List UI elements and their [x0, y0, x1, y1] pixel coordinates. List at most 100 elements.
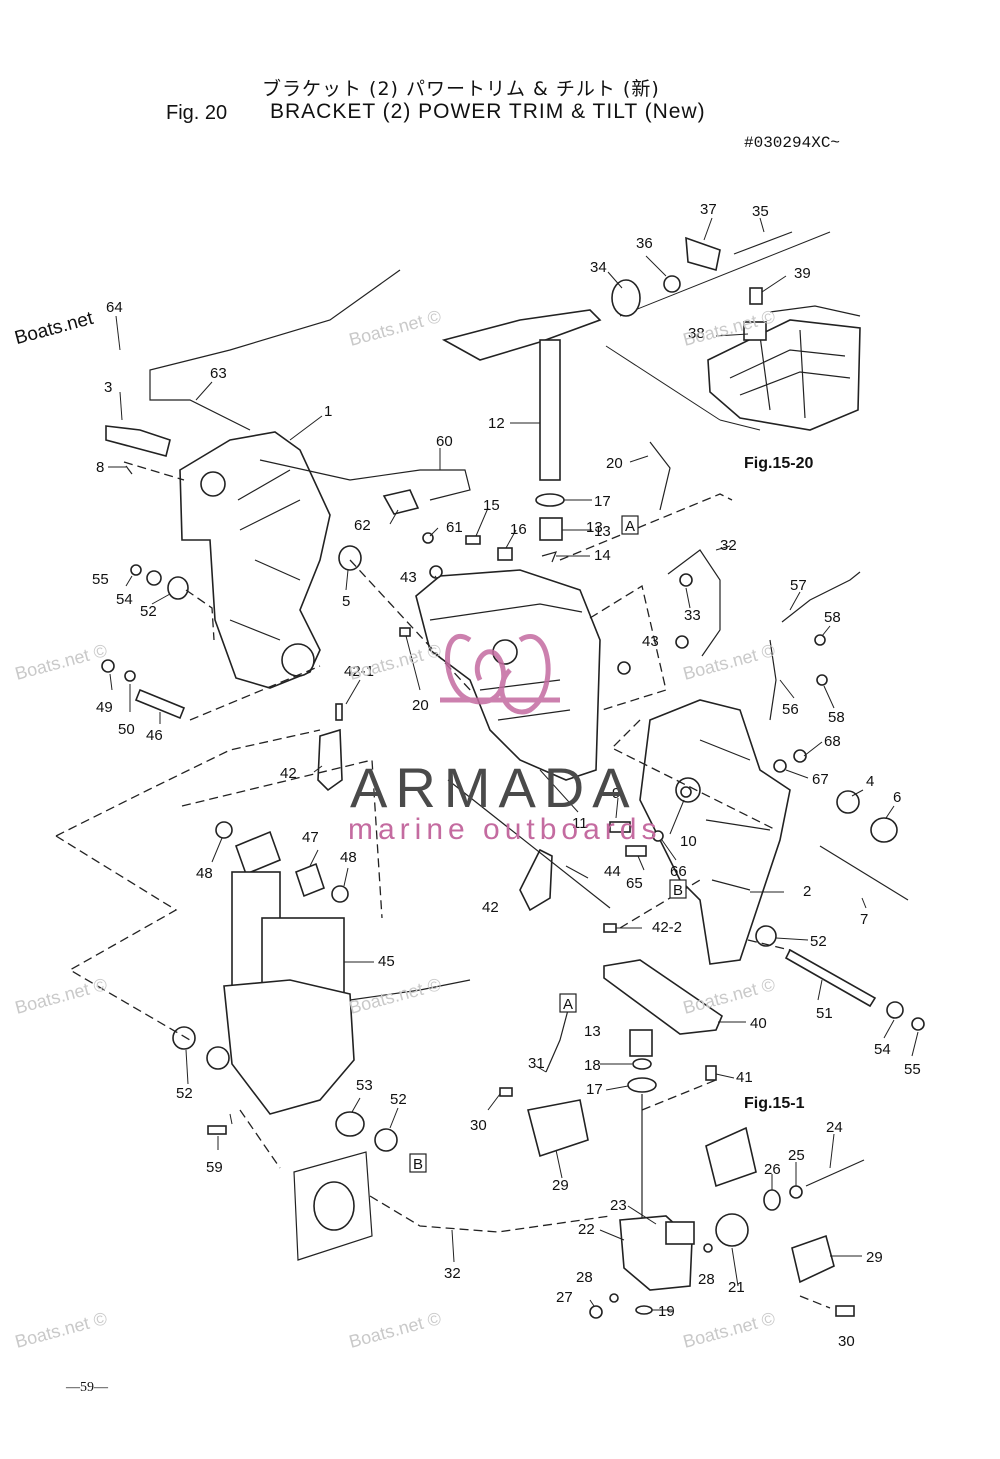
callout-6: 6 — [893, 789, 901, 806]
callout-13: 13 — [594, 523, 611, 540]
callout-58-lower: 58 — [828, 709, 845, 726]
part-6-cap — [870, 817, 898, 843]
part-59-bolt — [207, 1125, 227, 1135]
callout-53: 53 — [356, 1077, 373, 1094]
callout-30-right: 30 — [838, 1333, 855, 1350]
callout-36: 36 — [636, 235, 653, 252]
callout-2: 2 — [803, 883, 811, 900]
serial-range: #030294XC~ — [744, 134, 841, 152]
part-20-grease-nipple-upper — [649, 441, 671, 511]
part-50-washer — [124, 670, 136, 682]
part-5-bushing — [338, 545, 362, 571]
assembly-line — [799, 1295, 831, 1309]
callout-61: 61 — [446, 519, 463, 536]
ref-box-b-upper-label: B — [673, 882, 683, 899]
brand-watermark-subtitle: marine outboards — [348, 813, 662, 846]
part-60-cable — [259, 459, 471, 501]
part-54-washer — [146, 570, 162, 586]
assembly-line — [619, 879, 701, 929]
part-33-screw-upper — [679, 573, 693, 587]
part-30-screw — [499, 1087, 513, 1097]
callout-35: 35 — [752, 203, 769, 220]
callout-34: 34 — [590, 259, 607, 276]
part-29-plate-right — [791, 1234, 835, 1284]
assembly-line — [589, 584, 667, 711]
callout-52-ptt: 52 — [176, 1085, 193, 1102]
callout-67: 67 — [812, 771, 829, 788]
part-23-block — [665, 1221, 695, 1245]
callout-23: 23 — [610, 1197, 627, 1214]
part-46-pin — [134, 688, 186, 720]
callout-42-lower: 42 — [482, 899, 499, 916]
callout-15: 15 — [483, 497, 500, 514]
part-48-washer — [215, 821, 233, 839]
assembly-line — [181, 759, 383, 919]
callout-60: 60 — [436, 433, 453, 450]
part-65-bolt — [625, 845, 647, 857]
callout-20: 20 — [606, 455, 623, 472]
callout-29: 29 — [552, 1177, 569, 1194]
part-43-nut-lower — [617, 661, 631, 675]
part-1-lower-hole — [281, 643, 315, 677]
callout-52-right: 52 — [810, 933, 827, 950]
part-14-clip — [541, 551, 558, 563]
callout-28: 28 — [576, 1269, 593, 1286]
callout-14: 14 — [594, 547, 611, 564]
fig-15-1-part — [705, 1126, 757, 1188]
part-21-mount-rubber — [715, 1213, 749, 1247]
callout-48-left: 48 — [196, 865, 213, 882]
part-53-collar — [335, 1111, 365, 1137]
ref-box-a-lower-label: A — [563, 996, 573, 1013]
part-15-bolt — [465, 535, 481, 545]
assembly-line — [610, 719, 777, 831]
part-58-screw-2 — [816, 674, 828, 686]
part-40-trim-tab-plate — [603, 959, 723, 1035]
callout-37: 37 — [700, 201, 717, 218]
callout-33: 33 — [684, 607, 701, 624]
part-45-pump-housing — [223, 979, 355, 1115]
ref-box-a-upper: A — [621, 515, 639, 535]
brand-watermark: ARMADA — [350, 756, 638, 819]
part-52-bushing — [167, 576, 189, 600]
part-12-steering-arm — [441, 309, 602, 361]
part-58-screw-1 — [814, 634, 826, 646]
part-62-cable-clamp — [382, 489, 420, 515]
callout-65: 65 — [626, 875, 643, 892]
fig-15-20-inset — [605, 231, 861, 431]
ref-box-b-upper: B — [669, 879, 687, 899]
callout-24: 24 — [826, 1119, 843, 1136]
callout-18: 18 — [584, 1057, 601, 1074]
part-28-washer-right — [703, 1243, 713, 1253]
callout-21: 21 — [728, 1279, 745, 1296]
callout-51: 51 — [816, 1005, 833, 1022]
callout-13-upper: 13 — [586, 519, 603, 536]
logo-swirl-left — [445, 634, 507, 705]
part-30-bolt-right — [835, 1305, 855, 1317]
ref-box-a-lower: A — [559, 993, 577, 1013]
callout-48-right: 48 — [340, 849, 357, 866]
assembly-line — [55, 729, 321, 837]
part-29-grommet-plate — [527, 1099, 589, 1158]
callout-41: 41 — [736, 1069, 753, 1086]
part-52-bushing-ptt-3 — [374, 1128, 398, 1152]
part-47-spacer — [295, 862, 325, 898]
part-31-lead-wire — [545, 1009, 569, 1073]
part-33-screw-lower — [675, 635, 689, 649]
callout-32-upper: 32 — [720, 537, 737, 554]
ref-box-b-lower-label: B — [413, 1156, 423, 1173]
part-55-nut — [130, 564, 142, 576]
fig-ref-15-20: Fig.15-20 — [744, 455, 813, 472]
part-56-wire — [769, 639, 777, 721]
part-66-washer — [652, 830, 664, 842]
callout-31: 31 — [528, 1055, 545, 1072]
callout-28-right: 28 — [698, 1271, 715, 1288]
callout-16: 16 — [510, 521, 527, 538]
ref-box-a-upper-label: A — [625, 518, 635, 535]
part-52-bushing-ptt-1 — [172, 1026, 196, 1050]
callout-1: 1 — [324, 403, 332, 420]
part-24-bolt — [805, 1159, 865, 1187]
callout-8: 8 — [96, 459, 104, 476]
part-27-nut — [589, 1305, 603, 1319]
part-67-washer — [773, 759, 787, 773]
